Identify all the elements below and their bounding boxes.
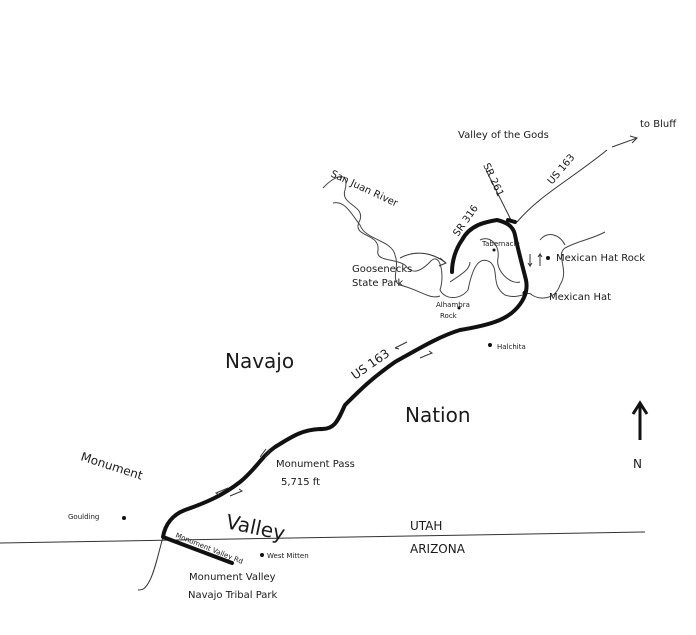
us163-road	[161, 218, 529, 565]
label-tribal-park: Monument Valley	[189, 572, 276, 583]
label-valley: Valley	[224, 509, 287, 545]
to-bluff-arrow	[611, 135, 638, 148]
label-to-bluff: to Bluff	[640, 119, 677, 130]
label-nation: Nation	[405, 403, 471, 427]
sr316-road	[506, 218, 517, 224]
label-valley-of-the-gods: Valley of the Gods	[458, 130, 549, 141]
label-arizona: ARIZONA	[410, 542, 466, 556]
sr261-road	[485, 169, 513, 223]
label-san-juan-river: San Juan River	[329, 169, 400, 210]
label-west-mitten: West Mitten	[267, 552, 309, 560]
label-tabernacle: Tabernacle	[481, 240, 520, 248]
san-juan-river-bank	[332, 202, 521, 298]
label-us163-north: US 163	[546, 152, 578, 187]
tribal-access-road	[137, 536, 164, 591]
utah-arizona-state-line	[0, 531, 646, 544]
compass-label: N	[633, 457, 642, 471]
label-alhambra-rock: Rock	[440, 312, 458, 320]
label-sr261: SR 261	[480, 162, 505, 199]
direction-arrows	[214, 252, 543, 497]
label-goosenecks: Goosenecks	[352, 264, 412, 275]
label-mexican-hat-rock: Mexican Hat Rock	[556, 253, 645, 264]
label-monument-pass: Monument Pass	[276, 459, 355, 470]
san-juan-river	[322, 176, 606, 299]
label-monument: Monument	[79, 450, 145, 483]
goosenecks-pointer	[399, 252, 447, 267]
label-goosenecks-state-park: State Park	[352, 278, 403, 289]
label-monument-pass-elevation: 5,715 ft	[281, 477, 320, 488]
label-alhambra: Alhambra	[436, 301, 470, 309]
place-dots	[122, 248, 550, 557]
us163-north-road	[516, 149, 608, 223]
label-monument-valley-rd: Monument Valley Rd	[174, 531, 244, 565]
label-navajo: Navajo	[225, 349, 294, 373]
label-us163-main: US 163	[349, 346, 392, 382]
label-utah: UTAH	[410, 519, 442, 533]
label-goulding: Goulding	[68, 513, 99, 521]
north-arrow-icon	[631, 400, 649, 440]
label-halchita: Halchita	[497, 343, 526, 351]
label-tribal-park-2: Navajo Tribal Park	[188, 590, 278, 601]
label-mexican-hat: Mexican Hat	[549, 292, 611, 303]
